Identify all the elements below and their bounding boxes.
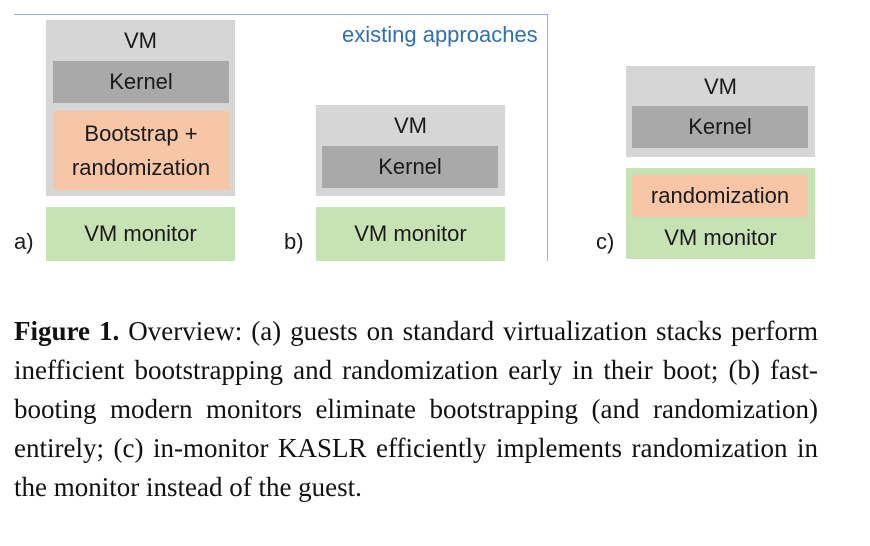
stack-a-bootstrap-line1: Bootstrap + bbox=[84, 120, 198, 146]
stack-a-bootstrap-line2: randomization bbox=[71, 154, 211, 180]
figure-caption-text: Overview: (a) guests on standard virtual… bbox=[14, 316, 818, 502]
existing-approaches-bracket bbox=[14, 14, 548, 261]
stack-b-kernel-box: Kernel bbox=[322, 146, 498, 188]
stack-b-monitor-box: VM monitor bbox=[316, 207, 505, 261]
stack-c-randomization-box: randomization bbox=[632, 175, 808, 217]
stack-c-vm-label: VM bbox=[704, 74, 737, 99]
stack-a-monitor-box: VM monitor bbox=[46, 207, 235, 261]
stack-a-label: a) bbox=[14, 229, 34, 254]
stack-c-monitor-label: VM monitor bbox=[664, 225, 777, 250]
stack-c-kernel-box: Kernel bbox=[632, 106, 808, 148]
stack-a-bootstrap-box: Bootstrap + randomization bbox=[53, 111, 229, 190]
figure-caption-label: Figure 1. bbox=[14, 316, 120, 346]
stack-a-vm-label: VM bbox=[124, 28, 157, 53]
stack-c-label: c) bbox=[596, 229, 615, 254]
existing-approaches-label: existing approaches bbox=[342, 22, 538, 47]
figure-caption: Figure 1. Overview: (a) guests on standa… bbox=[14, 312, 818, 507]
stack-b-vm-label: VM bbox=[394, 113, 427, 138]
stack-b-label: b) bbox=[284, 229, 304, 254]
stack-a-kernel-box: Kernel bbox=[53, 61, 229, 103]
